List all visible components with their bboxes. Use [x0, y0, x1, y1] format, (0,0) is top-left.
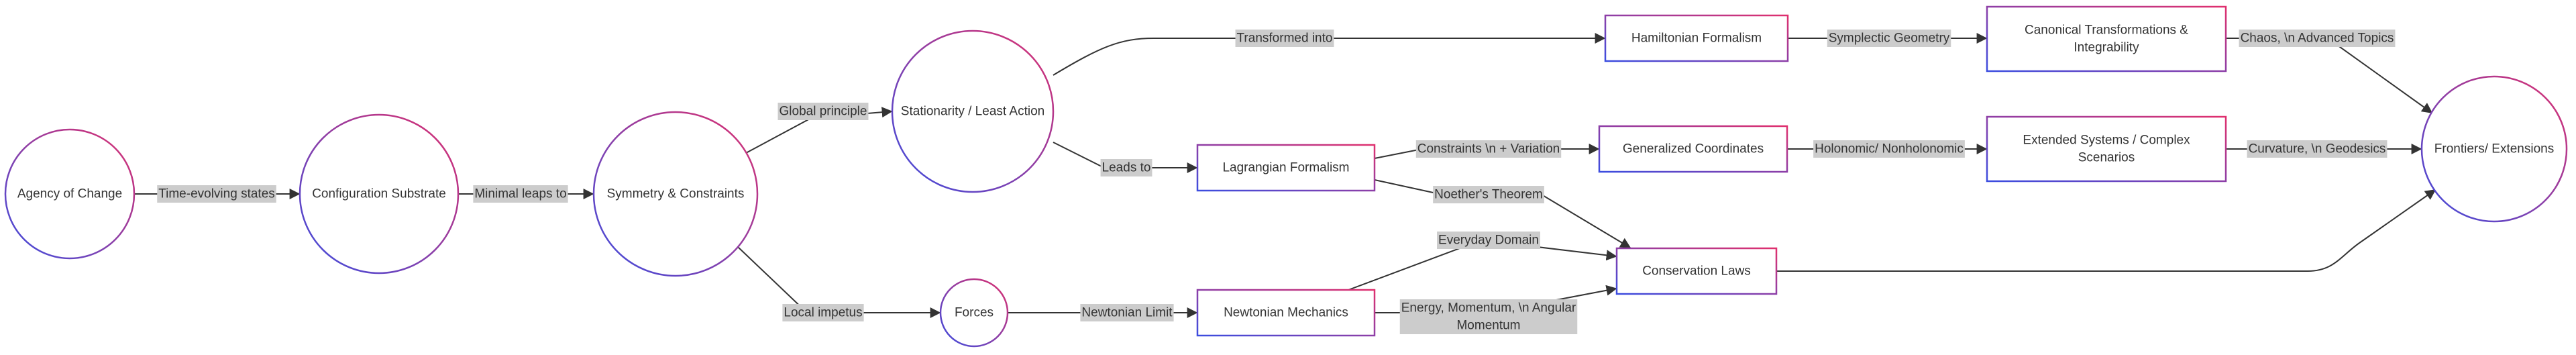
- edge-lagrangian-to-conservation-label-background: [1433, 186, 1544, 203]
- node-forces-label: Forces: [955, 306, 994, 320]
- edge-agency-to-substrate-label: Time-evolving states: [158, 187, 275, 201]
- node-generalized-coordinates-label: Generalized Coordinates: [1623, 142, 1764, 156]
- node-frontiers-extensions-label: Frontiers/ Extensions: [2434, 142, 2554, 156]
- edge-lagrangian-to-generalized-label: Constraints \n + Variation: [1417, 142, 1560, 156]
- edge-stationarity-to-lagrangian-label-group: Leads to: [1100, 159, 1152, 176]
- edge-symmetry-to-forces-label: Local impetus: [784, 306, 862, 320]
- node-lagrangian-formalism: Lagrangian Formalism: [1196, 144, 1376, 192]
- edge-lagrangian-to-conservation-label: Noether's Theorem: [1434, 188, 1543, 202]
- edge-symmetry-to-stationarity-label-background: [777, 103, 869, 120]
- edge-canonical-to-frontiers: [2226, 38, 2433, 113]
- node-agency-of-change: Agency of Change: [4, 128, 136, 260]
- edge-hamiltonian-to-canonical-label: Symplectic Geometry: [1829, 32, 1950, 46]
- node-frontiers-extensions: Frontiers/ Extensions: [2420, 75, 2568, 223]
- node-conservation-laws: Conservation Laws: [1615, 247, 1778, 295]
- node-configuration-substrate-label: Configuration Substrate: [312, 187, 446, 201]
- node-extended-systems-complex-scenarios-label: Extended Systems / Complex: [2023, 134, 2190, 148]
- edge-substrate-to-symmetry-label-background: [473, 185, 568, 203]
- edge-stationarity-to-lagrangian-label-background: [1100, 159, 1152, 176]
- node-symmetry-constraints-label: Symmetry & Constraints: [607, 187, 745, 201]
- edge-symmetry-to-stationarity-label-group: Global principle: [777, 103, 869, 120]
- node-stationarity-least-action-label: Stationarity / Least Action: [901, 105, 1044, 119]
- edge-symmetry-to-forces: [737, 246, 941, 318]
- node-conservation-laws-label: Conservation Laws: [1642, 264, 1751, 278]
- edge-substrate-to-symmetry-label: Minimal leaps to: [474, 187, 566, 201]
- node-hamiltonian-formalism-label: Hamiltonian Formalism: [1631, 32, 1762, 46]
- edge-lagrangian-to-generalized-label-background: [1415, 140, 1562, 158]
- edge-hamiltonian-to-canonical-label-group: Symplectic Geometry: [1827, 30, 1951, 47]
- edge-agency-to-substrate-label-group: Time-evolving states: [157, 185, 276, 203]
- edge-agency-to-substrate-label-background: [157, 185, 276, 203]
- edge-extended-to-frontiers-label-background: [2247, 140, 2387, 158]
- edge-extended-to-frontiers-label: Curvature, \n Geodesics: [2249, 142, 2386, 156]
- edge-newtonian-to-conservation-label: Everyday Domain: [1438, 234, 1539, 248]
- node-stationarity-least-action-shape: [891, 30, 1055, 193]
- edge-lagrangian-to-conservation-label-group: Noether's Theorem: [1433, 186, 1544, 203]
- node-canonical-transformations-integrability-label: Canonical Transformations &: [2025, 23, 2188, 38]
- node-stationarity-least-action: Stationarity / Least Action: [891, 30, 1055, 193]
- edge-symmetry-to-stationarity-label: Global principle: [780, 105, 867, 119]
- edge-canonical-to-frontiers-label-background: [2239, 30, 2396, 47]
- edge-newtonian-to-conservation-label-background: [1437, 232, 1540, 249]
- node-symmetry-constraints-shape: [592, 111, 759, 277]
- edge-conservation-to-frontiers: [1776, 189, 2436, 272]
- node-agency-of-change-shape: [4, 128, 136, 260]
- edge-generalized-to-extended-label: Holonomic/ Nonholonomic: [1815, 142, 1964, 156]
- edge-forces-to-newtonian-label-background: [1080, 304, 1174, 321]
- edge-newtonian-to-conservation-label: Energy, Momentum, \n Angular: [1401, 301, 1576, 315]
- edge-substrate-to-symmetry-label-group: Minimal leaps to: [473, 185, 568, 203]
- node-extended-systems-complex-scenarios-shape: [1986, 115, 2227, 183]
- edge-lagrangian-to-generalized-label-group: Constraints \n + Variation: [1415, 140, 1562, 158]
- edge-stationarity-to-hamiltonian-label: Transformed into: [1237, 32, 1333, 46]
- node-generalized-coordinates: Generalized Coordinates: [1598, 125, 1788, 173]
- edge-symmetry-to-forces-label-group: Local impetus: [782, 304, 864, 321]
- node-configuration-substrate-shape: [299, 113, 460, 274]
- edge-labels-layer: Time-evolving states Minimal leaps to Glob…: [157, 30, 2396, 334]
- node-forces-shape: [939, 278, 1009, 348]
- edge-newtonian-to-conservation-label-background: [1399, 299, 1578, 334]
- node-hamiltonian-formalism: Hamiltonian Formalism: [1604, 14, 1789, 62]
- edge-stationarity-to-lagrangian-label: Leads to: [1102, 161, 1151, 175]
- edge-canonical-to-frontiers-label: Chaos, \n Advanced Topics: [2241, 32, 2394, 46]
- edge-symmetry-to-forces-label-background: [782, 304, 864, 321]
- node-agency-of-change-label: Agency of Change: [17, 187, 122, 201]
- node-hamiltonian-formalism-shape: [1604, 14, 1789, 62]
- edge-hamiltonian-to-canonical-label-background: [1827, 30, 1951, 47]
- edge-generalized-to-extended-label-background: [1813, 140, 1965, 158]
- edge-stationarity-to-hamiltonian-label-background: [1235, 30, 1334, 47]
- edge-newtonian-to-conservation-label: Momentum: [1456, 319, 1520, 333]
- node-lagrangian-formalism-shape: [1196, 144, 1376, 192]
- node-canonical-transformations-integrability-shape: [1986, 5, 2227, 72]
- edge-canonical-to-frontiers-label-group: Chaos, \n Advanced Topics: [2239, 30, 2396, 47]
- node-conservation-laws-shape: [1615, 247, 1778, 295]
- edge-generalized-to-extended-label-group: Holonomic/ Nonholonomic: [1813, 140, 1965, 158]
- edge-extended-to-frontiers-label-group: Curvature, \n Geodesics: [2247, 140, 2387, 158]
- node-forces: Forces: [939, 278, 1009, 348]
- edge-forces-to-newtonian-label-group: Newtonian Limit: [1080, 304, 1174, 321]
- nodes-layer: Agency of Change Configuration Substrate S…: [4, 5, 2568, 348]
- node-newtonian-mechanics: Newtonian Mechanics: [1196, 289, 1376, 337]
- node-canonical-transformations-integrability: Canonical Transformations & Integrability: [1986, 5, 2227, 72]
- edge-stationarity-to-hamiltonian-label-group: Transformed into: [1235, 30, 1334, 47]
- node-extended-systems-complex-scenarios-label: Scenarios: [2078, 151, 2135, 165]
- node-configuration-substrate: Configuration Substrate: [299, 113, 460, 274]
- node-symmetry-constraints: Symmetry & Constraints: [592, 111, 759, 277]
- node-lagrangian-formalism-label: Lagrangian Formalism: [1222, 161, 1349, 175]
- node-generalized-coordinates-shape: [1598, 125, 1788, 173]
- node-frontiers-extensions-shape: [2420, 75, 2568, 223]
- edge-newtonian-to-conservation-label-group: Everyday Domain: [1437, 232, 1540, 249]
- edge-forces-to-newtonian-label: Newtonian Limit: [1081, 306, 1173, 320]
- node-newtonian-mechanics-label: Newtonian Mechanics: [1224, 306, 1348, 320]
- edge-stationarity-to-hamiltonian: [1053, 33, 1606, 76]
- node-canonical-transformations-integrability-label: Integrability: [2074, 41, 2139, 55]
- node-newtonian-mechanics-shape: [1196, 289, 1376, 337]
